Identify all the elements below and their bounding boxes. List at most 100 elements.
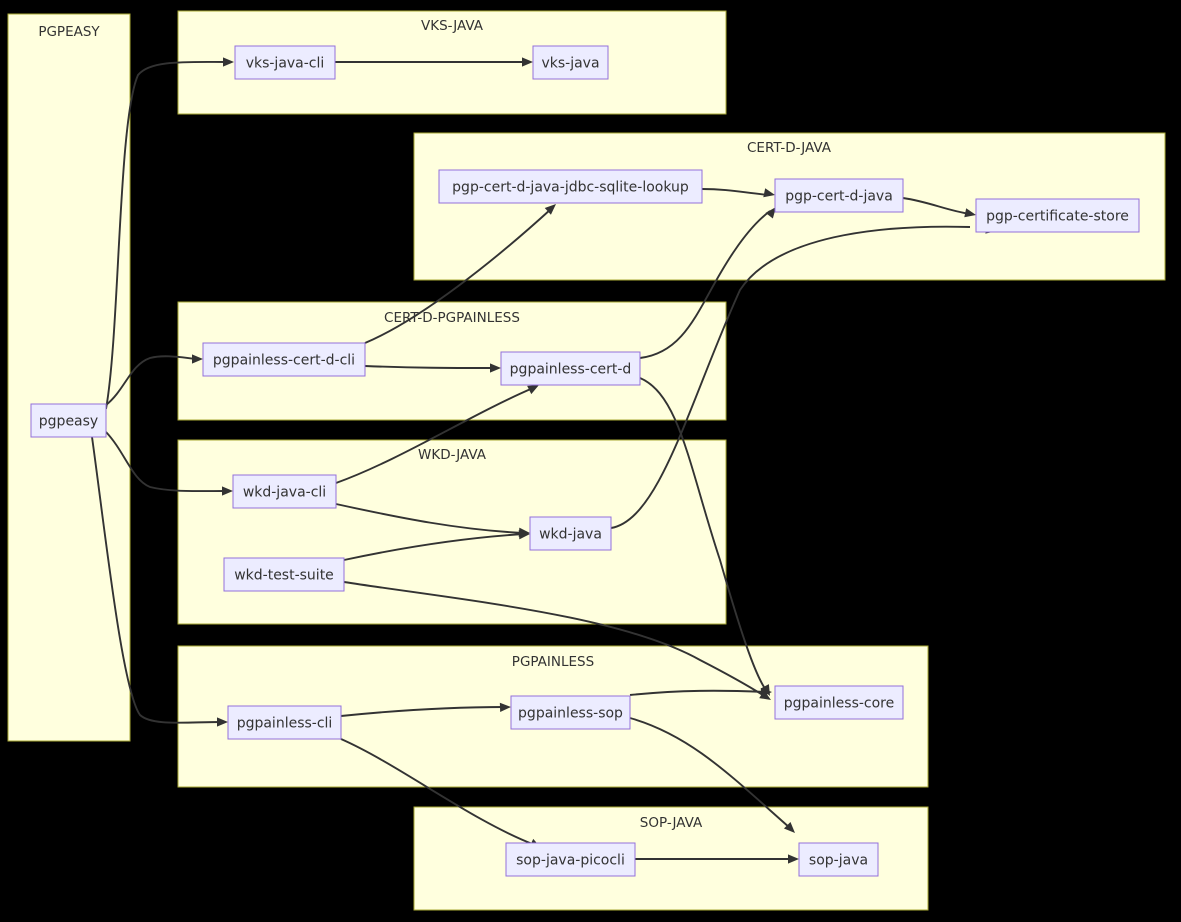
edge-wkd-java-cli-to-pgpainless-cert-d xyxy=(335,385,539,484)
edge-pgpainless-cli-to-pgpainless-sop xyxy=(340,702,511,717)
cluster-label-sop-java: SOP-JAVA xyxy=(640,815,703,831)
node-label-wkd-java: wkd-java xyxy=(539,527,602,543)
node-box-pgp-cert-d-java[interactable] xyxy=(774,178,904,213)
node-box-vks-java[interactable] xyxy=(532,45,609,80)
node-pgpainless-sop[interactable]: pgpainless-sop xyxy=(510,695,631,730)
node-box-wkd-java[interactable] xyxy=(529,516,612,551)
node-box-pgpeasy[interactable] xyxy=(30,403,107,438)
node-box-pgpainless-sop[interactable] xyxy=(510,695,631,730)
node-wkd-java[interactable]: wkd-java xyxy=(529,516,612,551)
node-label-sop-java-picocli: sop-java-picocli xyxy=(516,853,625,869)
cluster-pgpeasy: PGPEASY xyxy=(7,13,131,742)
edge-pgpeasy-to-vks-java-cli xyxy=(105,57,234,410)
node-pgpainless-cli[interactable]: pgpainless-cli xyxy=(227,705,342,740)
edge-path xyxy=(105,431,228,493)
node-label-vks-java-cli: vks-java-cli xyxy=(246,56,325,72)
edge-pgpainless-cert-d-cli-to-pgpainless-cert-d xyxy=(364,363,501,373)
edge-path xyxy=(105,355,198,406)
arrowhead-icon xyxy=(192,354,203,364)
arrowhead-icon xyxy=(544,204,556,215)
node-label-pgpainless-sop: pgpainless-sop xyxy=(518,706,623,722)
arrowhead-icon xyxy=(490,363,501,373)
node-sop-java-picocli[interactable]: sop-java-picocli xyxy=(505,842,636,877)
arrowhead-icon xyxy=(788,854,799,864)
node-label-pgp-certificate-store: pgp-certificate-store xyxy=(986,209,1129,225)
edge-pgpainless-sop-to-sop-java xyxy=(629,717,795,833)
node-vks-java-cli[interactable]: vks-java-cli xyxy=(234,45,336,80)
edge-path xyxy=(629,689,767,696)
node-box-pgpainless-cert-d-cli[interactable] xyxy=(202,342,366,377)
edge-pgpeasy-to-pgpainless-cert-d-cli xyxy=(105,354,203,406)
node-pgpeasy[interactable]: pgpeasy xyxy=(30,403,107,438)
edge-pgp-cert-d-java-jdbc-sqlite-lookup-to-pgp-cert-d-java xyxy=(701,188,775,198)
edge-pgp-cert-d-java-to-pgp-certificate-store xyxy=(902,197,976,218)
edge-vks-java-cli-to-vks-java xyxy=(335,57,533,67)
node-pgpainless-core[interactable]: pgpainless-core xyxy=(774,685,904,720)
node-label-sop-java: sop-java xyxy=(809,853,868,869)
arrowhead-icon xyxy=(222,486,233,496)
node-sop-java[interactable]: sop-java xyxy=(798,842,879,877)
edge-group xyxy=(91,57,997,864)
cluster-label-wkd-java: WKD-JAVA xyxy=(418,447,487,463)
arrowhead-icon xyxy=(499,702,511,712)
cluster-box-wkd-java xyxy=(177,439,727,625)
edge-path xyxy=(902,197,971,215)
cluster-label-cert-d-java: CERT-D-JAVA xyxy=(747,140,832,156)
edge-path xyxy=(639,210,771,359)
cluster-label-pgpeasy: PGPEASY xyxy=(38,24,100,40)
edge-path xyxy=(340,706,506,717)
arrowhead-icon xyxy=(522,57,533,67)
node-pgp-cert-d-java-jdbc-sqlite-lookup[interactable]: pgp-cert-d-java-jdbc-sqlite-lookup xyxy=(438,169,703,204)
node-box-wkd-test-suite[interactable] xyxy=(223,557,345,592)
node-pgp-cert-d-java[interactable]: pgp-cert-d-java xyxy=(774,178,904,213)
arrowhead-icon xyxy=(964,208,976,218)
node-box-sop-java[interactable] xyxy=(798,842,879,877)
edge-path xyxy=(610,225,971,529)
cluster-wkd-java: WKD-JAVA xyxy=(177,439,727,625)
edge-pgpeasy-to-pgpainless-cli xyxy=(91,436,228,727)
arrowhead-icon xyxy=(763,188,775,198)
cluster-label-pgpainless: PGPAINLESS xyxy=(512,654,594,670)
arrowhead-icon xyxy=(217,717,228,727)
node-box-sop-java-picocli[interactable] xyxy=(505,842,636,877)
node-box-pgpainless-core[interactable] xyxy=(774,685,904,720)
node-vks-java[interactable]: vks-java xyxy=(532,45,609,80)
node-pgpainless-cert-d[interactable]: pgpainless-cert-d xyxy=(500,351,641,386)
node-pgpainless-cert-d-cli[interactable]: pgpainless-cert-d-cli xyxy=(202,342,366,377)
edge-path xyxy=(105,60,229,410)
node-pgp-certificate-store[interactable]: pgp-certificate-store xyxy=(975,198,1140,233)
node-label-pgpainless-core: pgpainless-core xyxy=(784,696,894,712)
cluster-label-vks-java: VKS-JAVA xyxy=(421,18,484,34)
edge-path xyxy=(343,533,525,561)
edge-pgpainless-cert-d-cli-to-pgp-cert-d-java-jdbc-sqlite-lookup xyxy=(364,204,556,344)
node-label-pgp-cert-d-java-jdbc-sqlite-lookup: pgp-cert-d-java-jdbc-sqlite-lookup xyxy=(452,180,689,196)
node-box-vks-java-cli[interactable] xyxy=(234,45,336,80)
node-group: pgpeasy vks-java-cli vks-java pgp-cert-d-ja… xyxy=(30,45,1140,877)
node-box-pgp-cert-d-java-jdbc-sqlite-lookup[interactable] xyxy=(438,169,703,204)
node-label-wkd-test-suite: wkd-test-suite xyxy=(234,568,334,584)
edge-path xyxy=(340,738,536,846)
node-wkd-java-cli[interactable]: wkd-java-cli xyxy=(232,474,337,509)
node-wkd-test-suite[interactable]: wkd-test-suite xyxy=(223,557,345,592)
arrowhead-icon xyxy=(783,821,795,833)
edge-path xyxy=(335,503,525,534)
node-box-pgpainless-cert-d[interactable] xyxy=(500,351,641,386)
edge-path xyxy=(364,208,552,344)
node-label-pgpainless-cli: pgpainless-cli xyxy=(237,716,333,732)
edge-path xyxy=(335,387,534,484)
node-label-pgpainless-cert-d: pgpainless-cert-d xyxy=(510,362,632,378)
node-label-pgpainless-cert-d-cli: pgpainless-cert-d-cli xyxy=(213,353,355,369)
edge-sop-java-picocli-to-sop-java xyxy=(635,854,799,864)
arrowhead-icon xyxy=(765,207,776,219)
arrowhead-icon xyxy=(518,530,530,540)
node-box-pgp-certificate-store[interactable] xyxy=(975,198,1140,233)
node-box-wkd-java-cli[interactable] xyxy=(232,474,337,509)
node-box-pgpainless-cli[interactable] xyxy=(227,705,342,740)
edge-path xyxy=(364,365,496,369)
edge-pgpeasy-to-wkd-java-cli xyxy=(105,431,233,496)
arrowhead-icon xyxy=(223,57,234,67)
edge-pgpainless-sop-to-pgpainless-core xyxy=(629,687,772,698)
